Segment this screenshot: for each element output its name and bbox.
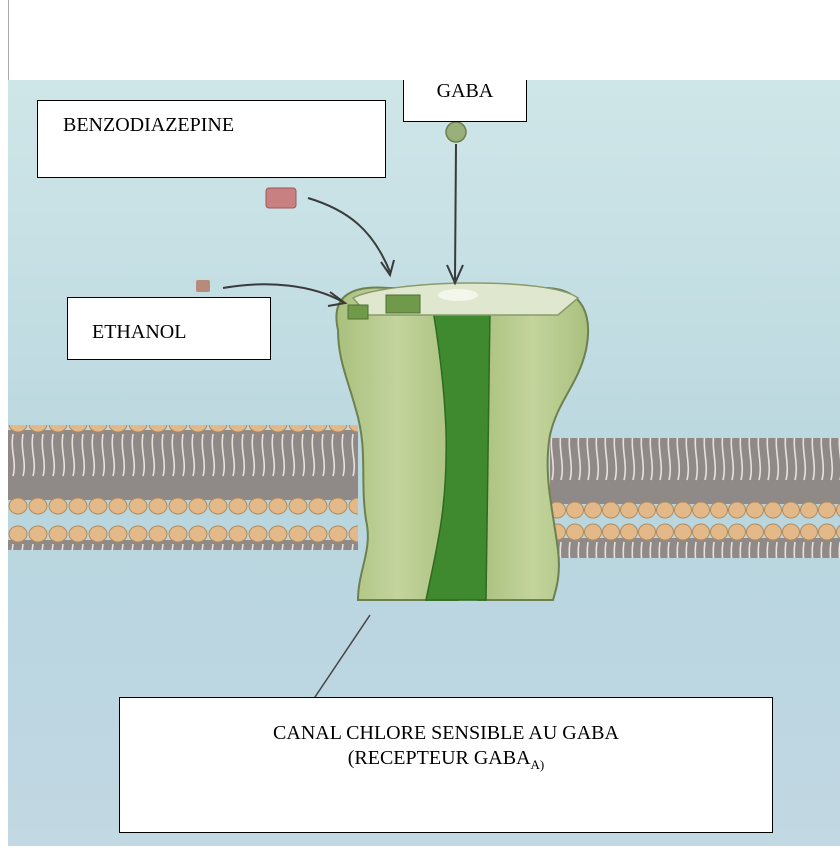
benzodiazepine-label: BENZODIAZEPINE [37, 100, 386, 178]
ethanol-label: ETHANOL [67, 297, 271, 360]
gaba-label: GABA [403, 80, 527, 122]
gaba-arrow [455, 144, 456, 280]
ethanol-site [348, 305, 368, 319]
channel-label-main: (RECEPTEUR GABA [348, 747, 531, 769]
benzodiazepine-molecule [266, 188, 296, 208]
channel-label-line1: CANAL CHLORE SENSIBLE AU GABA [120, 721, 772, 746]
gaba-text: GABA [437, 80, 494, 102]
ethanol-text: ETHANOL [92, 321, 186, 343]
channel-label: CANAL CHLORE SENSIBLE AU GABA (RECEPTEUR… [119, 697, 773, 833]
channel-pointer-line [313, 615, 370, 700]
channel-label-subscript: A) [531, 757, 545, 772]
channel-label-line2: (RECEPTEUR GABAA) [120, 746, 772, 777]
gaba-molecule [446, 122, 466, 142]
photo-edge [8, 0, 9, 80]
benzodiazepine-text: BENZODIAZEPINE [63, 114, 234, 136]
membrane-left [8, 425, 358, 550]
ethanol-molecule [196, 280, 210, 292]
gaba-site [438, 289, 478, 301]
benzodiazepine-site [386, 295, 420, 313]
benzodiazepine-arrow [308, 198, 390, 272]
membrane-right [550, 438, 840, 558]
